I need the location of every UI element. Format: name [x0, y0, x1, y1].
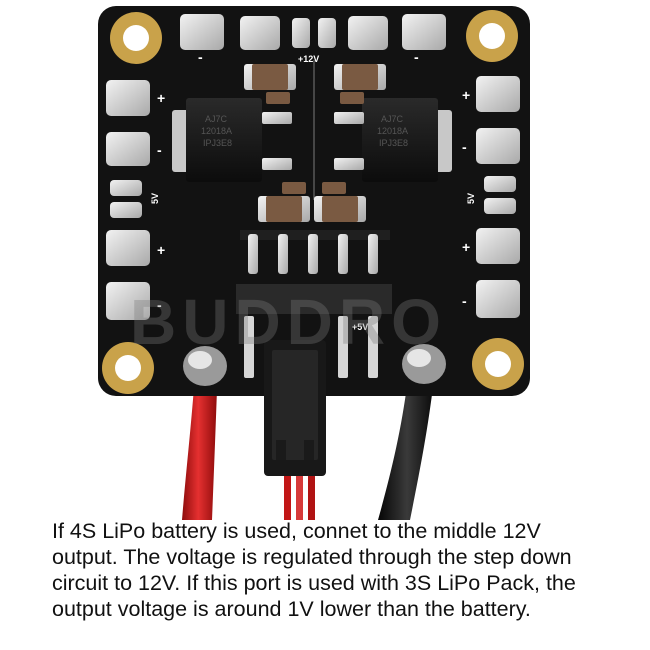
mounting-hole-bottom-right	[472, 338, 524, 390]
servo-connector	[264, 340, 326, 476]
label-5v-right: 5V	[466, 193, 476, 204]
svg-text:IPJ3E8: IPJ3E8	[203, 138, 232, 148]
watermark: BUDDRO	[130, 286, 447, 358]
right-pads	[476, 76, 520, 318]
mounting-hole-top-right	[466, 10, 518, 62]
signal-wires	[284, 455, 315, 520]
svg-text:+: +	[462, 239, 470, 255]
svg-text:-: -	[462, 139, 467, 155]
svg-text:-: -	[157, 142, 162, 158]
regulator-chip-left: AJ7C 12018A IPJ3E8	[172, 98, 292, 182]
label-5v-left: 5V	[150, 193, 160, 204]
svg-text:-: -	[462, 293, 467, 309]
svg-text:12018A: 12018A	[201, 126, 232, 136]
svg-text:12018A: 12018A	[377, 126, 408, 136]
pcb-board: + - + - + - + - - - AJ7C 12018A IPJ3E8 A…	[98, 6, 530, 396]
polarity-marks: + - + - + - + - - -	[157, 49, 470, 313]
label-5v-connector: +5V	[352, 322, 368, 332]
label-12v: +12V	[298, 54, 319, 64]
svg-text:-: -	[198, 49, 203, 65]
caption-text: If 4S LiPo battery is used, connet to th…	[52, 519, 576, 621]
svg-text:-: -	[414, 49, 419, 65]
regulator-chip-right: AJ7C 12018A IPJ3E8	[334, 98, 452, 182]
capacitors	[244, 64, 386, 222]
left-pads	[106, 80, 150, 320]
mounting-hole-top-left	[110, 12, 162, 64]
svg-text:IPJ3E8: IPJ3E8	[379, 138, 408, 148]
svg-text:AJ7C: AJ7C	[381, 114, 404, 124]
top-pads	[180, 14, 446, 50]
mounting-hole-bottom-left	[102, 342, 154, 394]
product-photo: + - + - + - + - - - AJ7C 12018A IPJ3E8 A…	[98, 6, 530, 520]
svg-text:-: -	[157, 297, 162, 313]
red-wire	[182, 360, 218, 520]
black-wire	[378, 360, 436, 520]
svg-text:+: +	[157, 90, 165, 106]
svg-text:+: +	[157, 242, 165, 258]
solder-joints	[183, 344, 446, 386]
svg-text:+: +	[462, 87, 470, 103]
header-pins	[236, 230, 392, 378]
svg-text:AJ7C: AJ7C	[205, 114, 228, 124]
